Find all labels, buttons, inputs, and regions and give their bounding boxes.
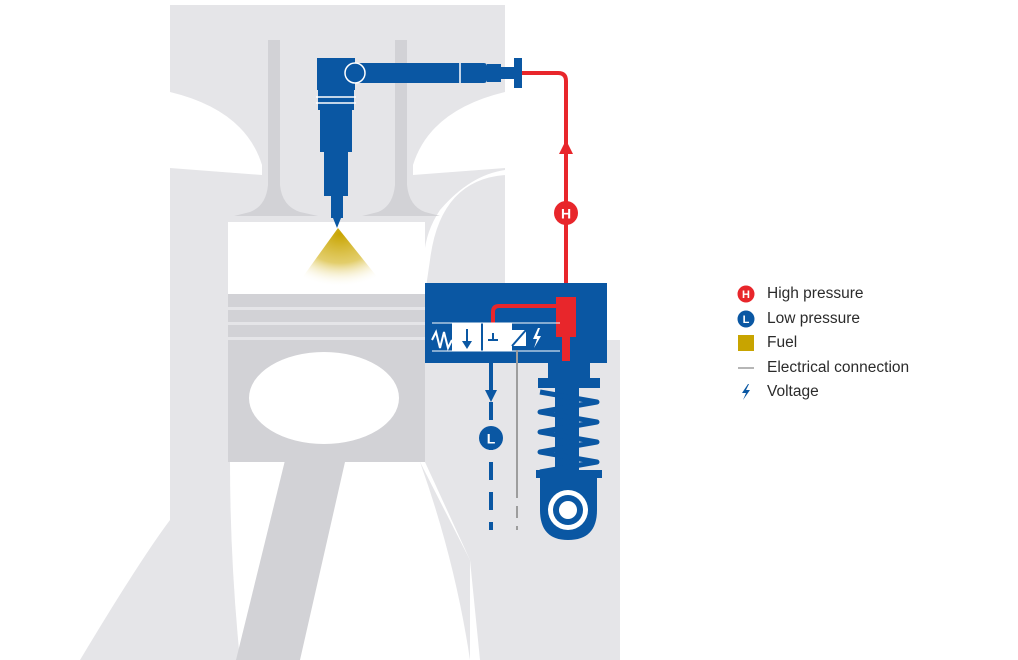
- legend-label: Electrical connection: [767, 358, 910, 376]
- svg-text:L: L: [487, 431, 496, 447]
- legend-label: Voltage: [767, 383, 819, 401]
- fuel-spray: [302, 228, 378, 287]
- high-pressure-line: [522, 71, 573, 298]
- svg-text:H: H: [561, 206, 571, 222]
- engine-block: [80, 5, 620, 660]
- low-pressure-marker-icon: L: [479, 426, 503, 450]
- legend-item-electrical-connection: Electrical connection: [736, 356, 996, 381]
- exhaust-port: [413, 92, 505, 175]
- flow-arrow-up-icon: [559, 140, 573, 154]
- svg-text:H: H: [742, 289, 750, 301]
- injector: [316, 58, 522, 228]
- svg-text:L: L: [743, 314, 750, 326]
- legend-item-high-pressure: H High pressure: [736, 282, 996, 307]
- flow-arrow-down-icon: [485, 390, 497, 402]
- solenoid-valve-symbol: [431, 322, 560, 352]
- line-icon: [736, 358, 756, 378]
- low-pressure-line: [485, 352, 497, 530]
- intake-port: [170, 92, 262, 175]
- piston-pin-bore: [249, 352, 399, 444]
- exhaust-valve: [362, 40, 440, 216]
- legend-item-low-pressure: L Low pressure: [736, 307, 996, 332]
- legend-item-fuel: Fuel: [736, 331, 996, 356]
- legend-label: High pressure: [767, 285, 864, 303]
- high-pressure-marker-icon: H: [554, 201, 578, 225]
- unit-pump: [425, 283, 607, 540]
- connecting-rod: [236, 440, 350, 660]
- legend: H High pressure L Low pressure Fuel: [736, 282, 996, 405]
- legend-label: Fuel: [767, 334, 798, 352]
- pump-voltage-icon: [533, 328, 541, 348]
- intake-valve: [234, 40, 318, 216]
- fuel-swatch-icon: [736, 333, 756, 353]
- low-pressure-marker-icon: L: [736, 309, 756, 329]
- legend-item-voltage: Voltage: [736, 380, 996, 405]
- pump-spring: [537, 389, 600, 475]
- high-pressure-marker-icon: H: [736, 284, 756, 304]
- lightning-bolt-icon: [736, 382, 756, 402]
- pump-high-pressure-chamber: [556, 297, 576, 337]
- legend-label: Low pressure: [767, 309, 861, 327]
